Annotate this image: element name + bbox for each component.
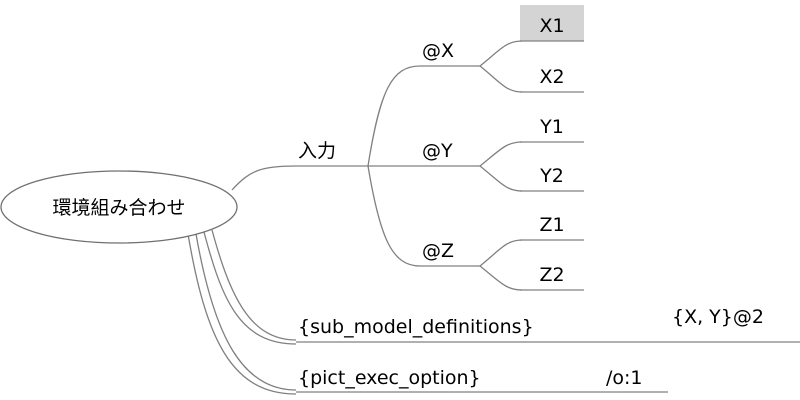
node-pict-option-value[interactable]: /o:1 xyxy=(606,367,643,389)
root-node-label[interactable]: 環境組み合わせ xyxy=(52,197,185,219)
node-param-y[interactable]: @Y xyxy=(422,140,453,162)
node-value-x2[interactable]: X2 xyxy=(539,66,564,88)
connector-x-x2 xyxy=(479,65,523,93)
connector-root-submodel-b xyxy=(211,229,297,341)
node-sub-model-value[interactable]: {X, Y}@2 xyxy=(672,306,764,328)
node-value-y1[interactable]: Y1 xyxy=(539,116,564,138)
node-pict-exec-option[interactable]: {pict_exec_option} xyxy=(298,367,481,389)
selection-highlight xyxy=(520,5,584,41)
node-param-z[interactable]: @Z xyxy=(422,240,454,262)
connector-root-pict-a xyxy=(187,233,297,395)
node-value-x1[interactable]: X1 xyxy=(539,15,564,37)
connector-root-submodel-a xyxy=(203,231,297,345)
node-input[interactable]: 入力 xyxy=(298,140,336,162)
node-value-z2[interactable]: Z2 xyxy=(539,264,564,286)
node-sub-model-definitions[interactable]: {sub_model_definitions} xyxy=(298,316,534,338)
connector-z-z1 xyxy=(479,239,523,267)
connector-z-z2 xyxy=(479,265,523,291)
node-value-z1[interactable]: Z1 xyxy=(539,214,564,236)
connector-root-input xyxy=(231,165,297,191)
connector-input-z xyxy=(367,165,421,267)
node-param-x[interactable]: @X xyxy=(422,40,454,62)
connector-input-x xyxy=(367,65,421,167)
connector-y-y2 xyxy=(479,165,523,192)
connector-root-pict-b xyxy=(195,233,297,391)
root-node-ellipse[interactable] xyxy=(0,170,238,244)
connector-y-y1 xyxy=(479,141,523,167)
connector-x-x1 xyxy=(479,40,523,67)
node-value-y2[interactable]: Y2 xyxy=(539,165,564,187)
